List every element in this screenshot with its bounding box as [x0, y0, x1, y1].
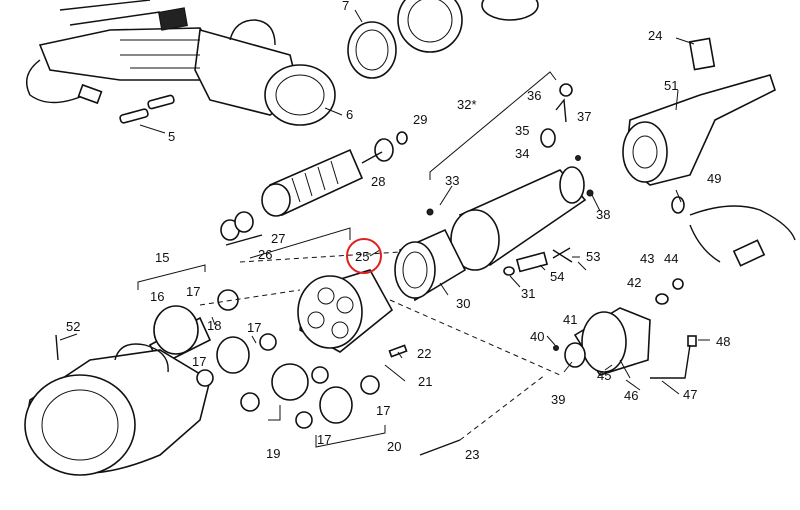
label-42: 42	[627, 275, 641, 290]
label-51: 51	[664, 78, 678, 93]
assembly-guide-lines	[199, 251, 561, 441]
part-21-carrier	[297, 269, 394, 353]
label-25: 25	[355, 249, 369, 264]
brush-parts	[540, 83, 594, 197]
label-17a: 17	[186, 284, 200, 299]
label-26: 26	[258, 247, 272, 262]
gear-cluster	[196, 333, 386, 448]
top-gear-housing	[397, 0, 539, 53]
label-40: 40	[530, 329, 544, 344]
part-30-field	[394, 228, 467, 302]
part-7-ring	[347, 9, 397, 79]
label-28: 28	[371, 174, 385, 189]
label-6: 6	[346, 107, 353, 122]
assembled-power-drive	[26, 0, 336, 126]
label-18: 18	[207, 318, 221, 333]
part-22-key	[388, 344, 408, 358]
part-27-armature	[261, 148, 383, 217]
label-35: 35	[515, 123, 529, 138]
label-52: 52	[66, 319, 80, 334]
label-54: 54	[550, 269, 564, 284]
leader-lines	[59, 107, 710, 395]
label-16: 16	[150, 289, 164, 304]
part-23-rod	[419, 439, 461, 456]
label-5: 5	[168, 129, 175, 144]
part-32-motor-housing	[429, 71, 587, 271]
label-17c: 17	[192, 354, 206, 369]
label-43: 43	[640, 251, 654, 266]
label-32: 32*	[457, 97, 477, 112]
label-37: 37	[577, 109, 591, 124]
label-38: 38	[596, 207, 610, 222]
part-5-pins	[119, 94, 175, 134]
part-49-cord	[671, 196, 796, 267]
label-27: 27	[271, 231, 285, 246]
label-17d: 17	[376, 403, 390, 418]
label-46: 46	[624, 388, 638, 403]
label-22: 22	[417, 346, 431, 361]
part-53-54-springs	[503, 247, 573, 276]
label-15: 15	[155, 250, 169, 265]
label-41: 41	[563, 312, 577, 327]
label-44: 44	[664, 251, 678, 266]
label-19: 19	[266, 446, 280, 461]
label-24: 24	[648, 28, 662, 43]
label-20: 20	[387, 439, 401, 454]
label-49: 49	[707, 171, 721, 186]
label-23: 23	[465, 447, 479, 462]
label-21: 21	[418, 374, 432, 389]
label-47: 47	[683, 387, 697, 402]
part-52-screw	[55, 334, 59, 361]
part-24-plate	[675, 37, 716, 71]
label-31: 31	[521, 286, 535, 301]
part-labels: 5 6 7 15 16 17 18 17 17 17 17 19 20 21 2…	[66, 0, 730, 462]
part-51-handle	[622, 74, 776, 186]
label-17b: 17	[247, 320, 261, 335]
gear-housing	[24, 343, 211, 476]
part-28-29-bearing	[374, 131, 408, 162]
label-17e: 17	[317, 432, 331, 447]
label-48: 48	[716, 334, 730, 349]
part-26-bearing	[220, 211, 351, 259]
label-30: 30	[456, 296, 470, 311]
label-45: 45	[597, 368, 611, 383]
switch-assembly	[553, 278, 697, 379]
highlight-circle	[346, 238, 382, 274]
label-33: 33	[445, 173, 459, 188]
label-34: 34	[515, 146, 529, 161]
label-7: 7	[342, 0, 349, 13]
label-36: 36	[527, 88, 541, 103]
label-29: 29	[413, 112, 427, 127]
label-53: 53	[586, 249, 600, 264]
label-39: 39	[551, 392, 565, 407]
part-33-screw	[426, 208, 434, 216]
